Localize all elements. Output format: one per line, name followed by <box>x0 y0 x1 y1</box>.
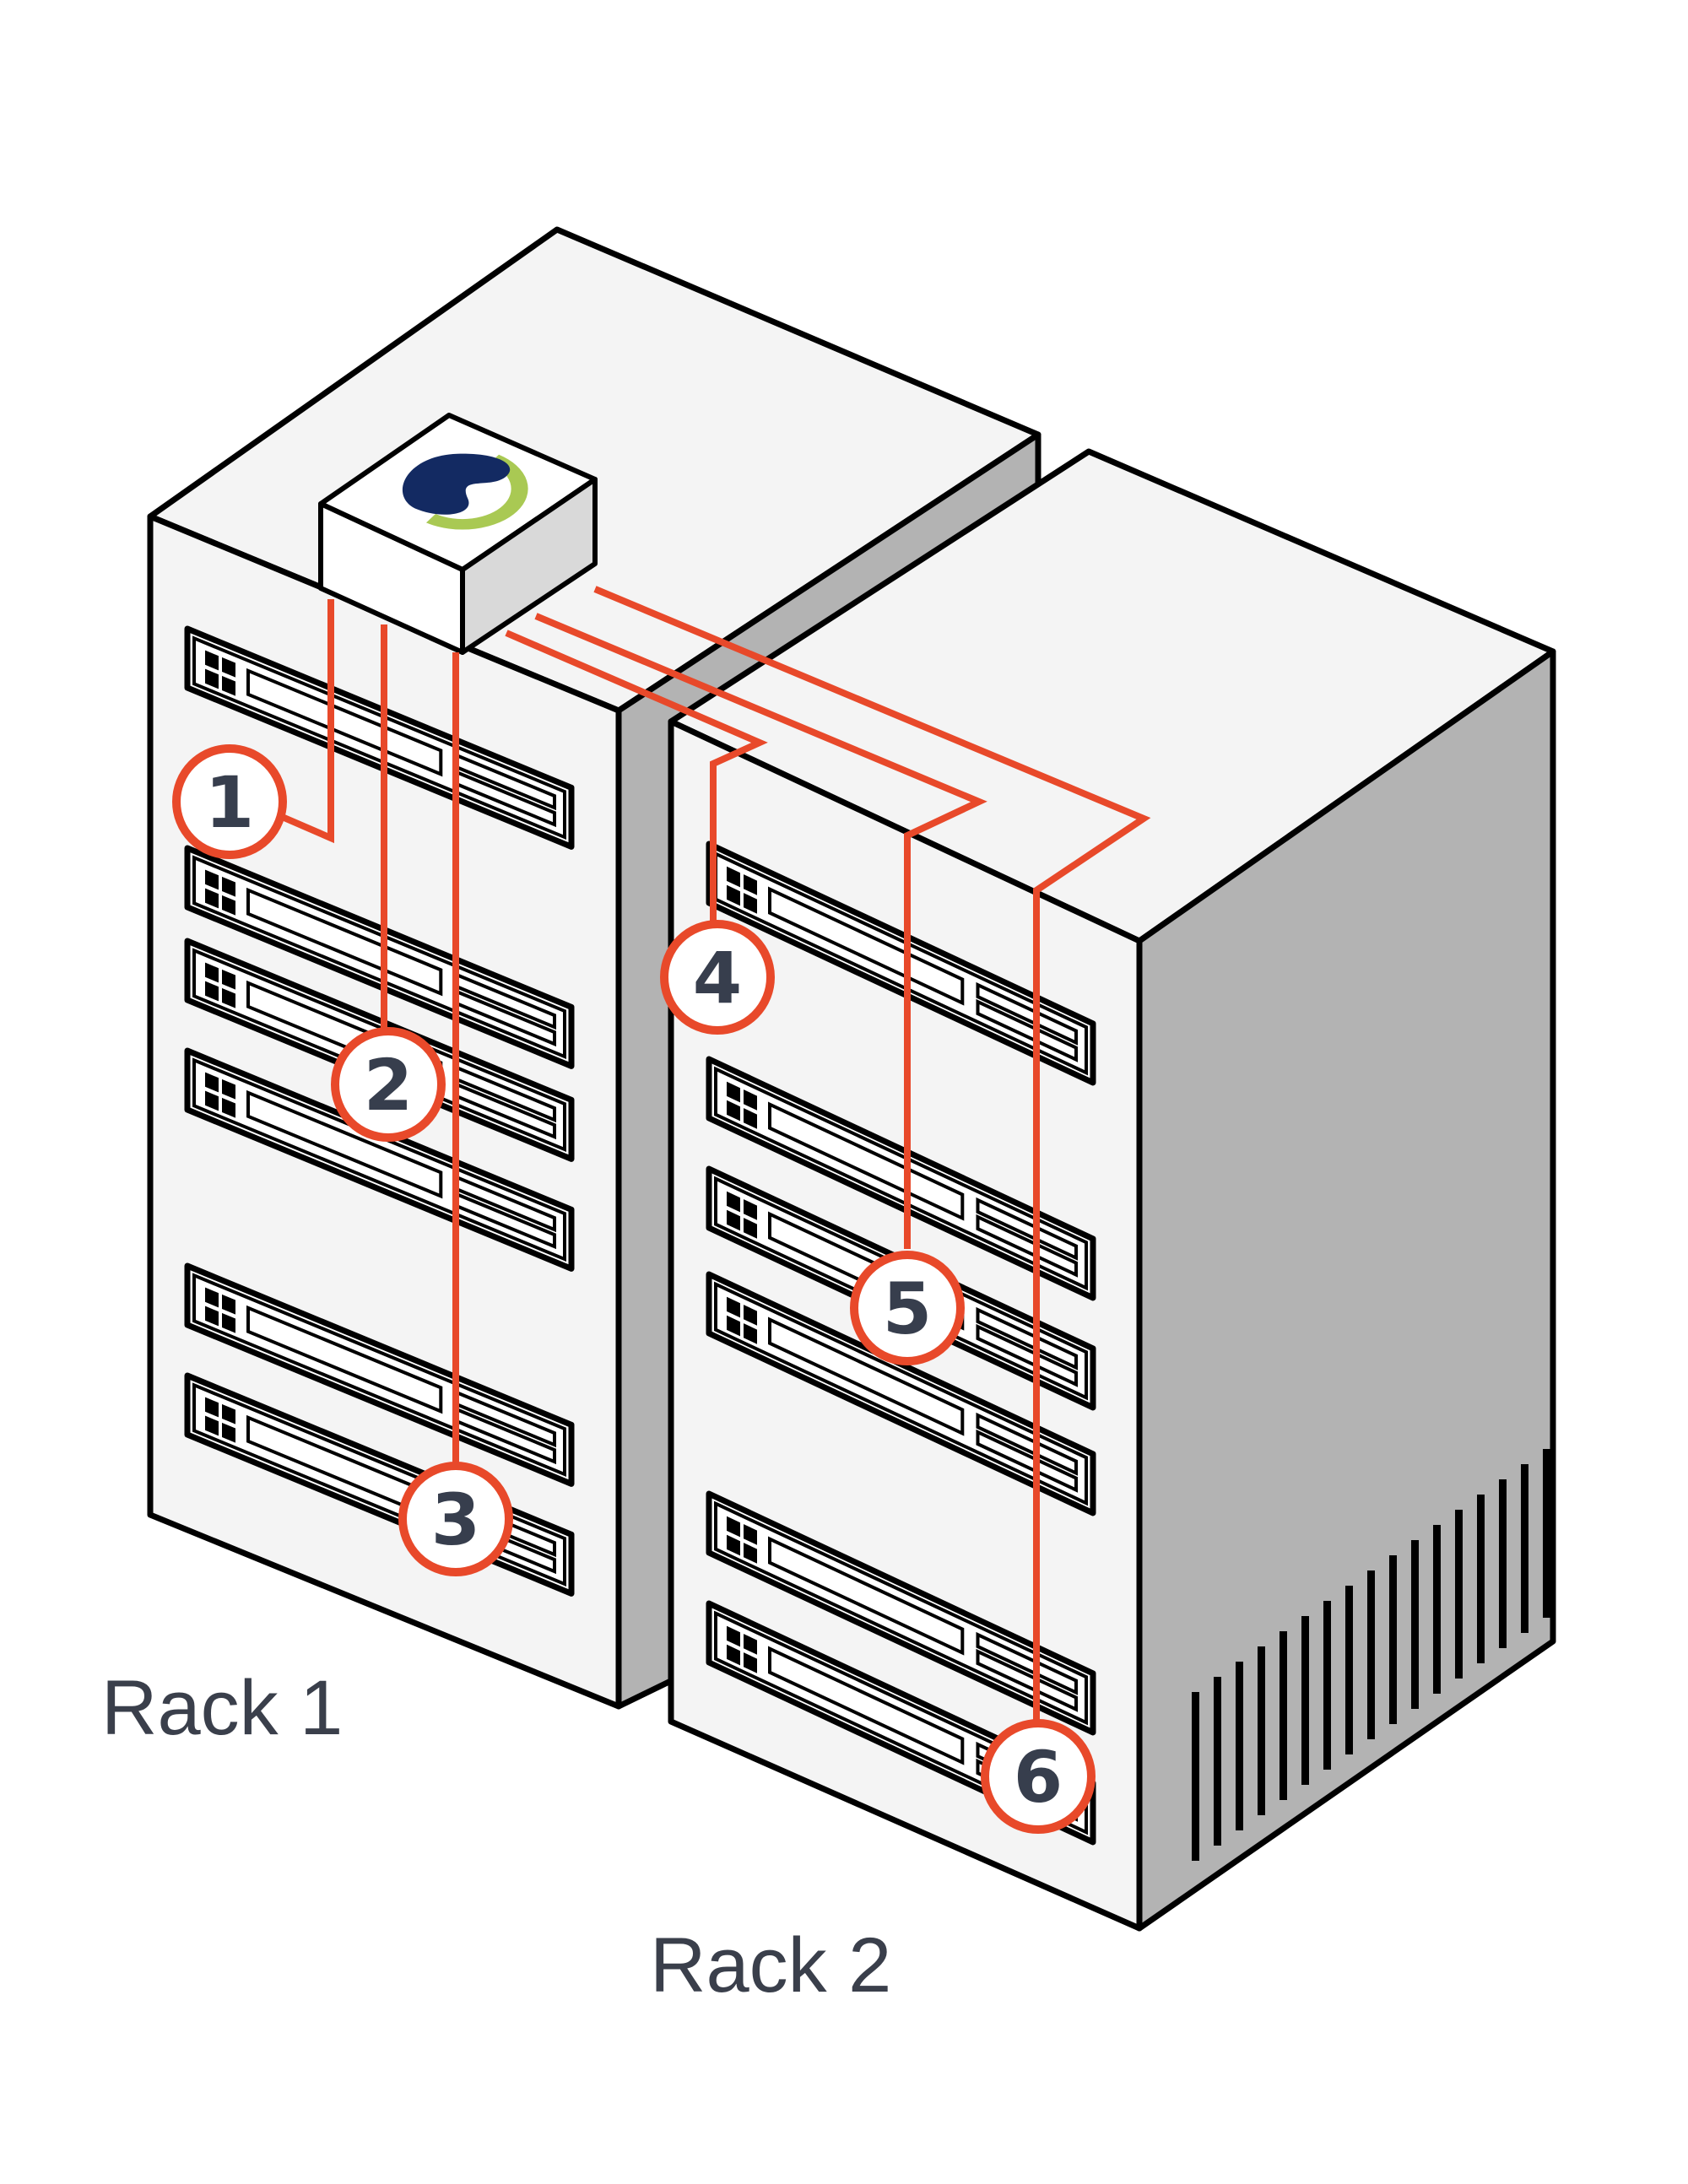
cable-1 <box>279 599 334 844</box>
connection-badge-5: 5 <box>850 1251 965 1365</box>
connection-number-6: 6 <box>1014 1736 1063 1819</box>
rack-1-server-1 <box>184 625 575 850</box>
cables <box>279 586 1151 1738</box>
rack-2-label: Rack 2 <box>650 1922 891 2008</box>
cable-6 <box>593 586 1151 1738</box>
hub-device <box>318 413 598 655</box>
hub-logo-icon <box>402 453 528 530</box>
connection-number-4: 4 <box>693 937 742 1019</box>
connection-badges: 1 2 3 4 5 6 <box>172 744 1096 1834</box>
connection-number-1: 1 <box>205 761 254 844</box>
rack-1-server-2 <box>184 845 575 1069</box>
connection-number-2: 2 <box>364 1044 413 1127</box>
connection-number-3: 3 <box>431 1479 480 1561</box>
cable-5 <box>534 613 987 1249</box>
cable-4 <box>505 630 768 937</box>
rack-2-server-2 <box>706 1056 1096 1301</box>
connection-badge-6: 6 <box>981 1719 1096 1834</box>
connection-badge-4: 4 <box>660 920 775 1035</box>
rack-2-server-4 <box>706 1271 1096 1516</box>
connection-badge-1: 1 <box>172 744 287 859</box>
connection-badge-3: 3 <box>398 1462 513 1576</box>
rack-1-label: Rack 1 <box>101 1665 343 1751</box>
rack-2-vents <box>1192 1449 1550 1861</box>
rack-1-server-5 <box>184 1262 575 1487</box>
rack-2-server-5 <box>706 1490 1096 1736</box>
rack-1-server-4 <box>184 1047 575 1272</box>
connection-badge-2: 2 <box>331 1027 446 1142</box>
connection-number-5: 5 <box>883 1268 932 1350</box>
hub-side <box>460 477 598 655</box>
